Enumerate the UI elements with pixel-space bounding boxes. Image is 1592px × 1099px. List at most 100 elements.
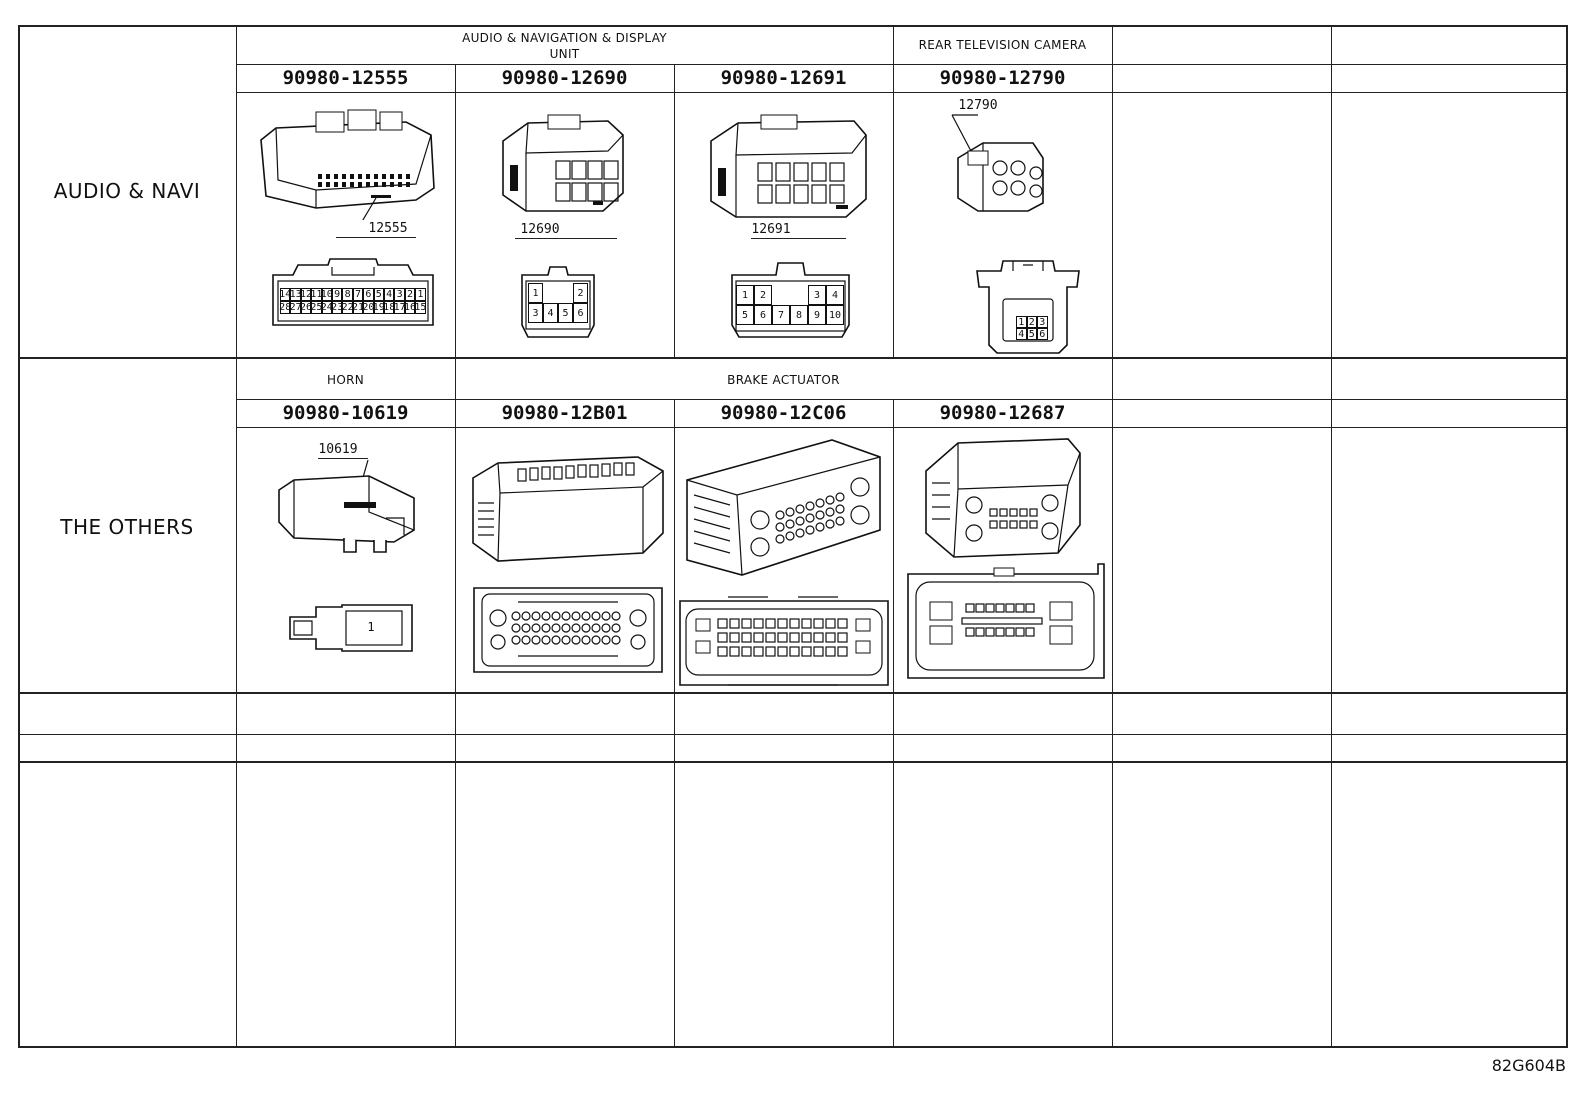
grid-line xyxy=(455,64,456,358)
pin-cell: 5 xyxy=(1026,328,1037,340)
connector-12c06-iso-drawing xyxy=(682,435,887,583)
pin-cell: 3 xyxy=(528,303,543,323)
pin-cell: 6 xyxy=(1037,328,1048,340)
pin-cell: 4 xyxy=(1016,328,1027,340)
connector-12790-iso-drawing xyxy=(938,113,1048,213)
pin-cell: 7 xyxy=(352,288,364,301)
part-number: 90980-12690 xyxy=(501,67,628,89)
grid-line xyxy=(236,427,1568,428)
connector-10619-iso-drawing xyxy=(274,460,424,560)
pin-cell: 25 xyxy=(310,301,323,314)
part-number: 90980-12790 xyxy=(939,67,1066,89)
pin-cell: 3 xyxy=(394,288,405,301)
pin-cell: 1 xyxy=(415,288,426,301)
pin-cell: 9 xyxy=(332,288,343,301)
callout-leader-line xyxy=(515,238,617,239)
pin-cell: 28 xyxy=(279,301,292,314)
pin-cell: 4 xyxy=(543,303,558,323)
group-header-horn: HORN xyxy=(327,373,364,387)
pin-cell: 18 xyxy=(383,301,396,314)
connector-12690-iso-drawing xyxy=(498,113,628,213)
grid-line xyxy=(18,357,1568,359)
group-header-rear-television-camera: REAR TELEVISION CAMERA xyxy=(918,38,1087,52)
table-border-right xyxy=(1566,25,1568,1048)
pin-cell: 2 xyxy=(754,285,772,305)
part-number: 90980-12691 xyxy=(720,67,847,89)
callout-leader-line xyxy=(318,458,368,459)
pin-cell: 26 xyxy=(299,301,313,314)
pin-cell: 5 xyxy=(558,303,573,323)
part-number: 90980-12687 xyxy=(939,402,1066,424)
pin-cell: 1 xyxy=(1016,316,1027,328)
connector-12790-front-view xyxy=(973,257,1083,355)
grid-line xyxy=(674,399,675,1048)
pin-cell: 8 xyxy=(790,305,808,325)
pin-cell: 1 xyxy=(736,285,754,305)
connector-12687-front-view xyxy=(898,560,1108,685)
part-number: 90980-12555 xyxy=(282,67,409,89)
connector-12b01-front-view xyxy=(468,580,668,680)
pin-cell: 19 xyxy=(372,301,385,314)
pin-cell: 5 xyxy=(373,288,384,301)
grid-line xyxy=(1112,25,1113,1048)
pin-cell: 27 xyxy=(289,301,302,314)
pin-cell: 5 xyxy=(736,305,754,325)
pin-cell: 7 xyxy=(772,305,790,325)
grid-line xyxy=(236,25,237,1048)
connector-12687-iso-drawing xyxy=(918,433,1086,561)
grid-line xyxy=(893,399,894,1048)
grid-line xyxy=(18,761,1568,763)
pin-cell: 6 xyxy=(754,305,772,325)
pin-cell: 1 xyxy=(528,283,543,303)
connector-10619-front-view xyxy=(286,603,416,653)
grid-line xyxy=(18,692,1568,694)
connector-callout: 12691 xyxy=(751,222,791,237)
category-label: THE OTHERS xyxy=(60,515,194,539)
pin-cell: 6 xyxy=(573,303,588,323)
connector-table: AUDIO & NAVI THE OTHERS AUDIO & NAVIGATI… xyxy=(18,25,1568,1048)
pin-cell: 4 xyxy=(826,285,844,305)
table-border-bottom xyxy=(18,1046,1568,1048)
grid-line xyxy=(893,25,894,358)
pin-label: 1 xyxy=(367,620,375,634)
pin-cell: 4 xyxy=(384,288,395,301)
pin-cell: 3 xyxy=(808,285,826,305)
connector-12c06-front-view xyxy=(678,593,890,689)
grid-line xyxy=(236,64,1568,65)
pin-cell: 17 xyxy=(393,301,406,314)
pin-cell: 6 xyxy=(363,288,374,301)
pin-cell: 20 xyxy=(362,301,375,314)
connector-12555-iso-drawing xyxy=(256,100,446,220)
pin-cell: 24 xyxy=(320,301,333,314)
pin-cell: 14 xyxy=(279,288,292,301)
pin-cell: 13 xyxy=(289,288,302,301)
pin-cell: 12 xyxy=(299,288,313,301)
callout-leader-line xyxy=(336,237,416,238)
pin-cell: 8 xyxy=(342,288,353,301)
connector-callout: 12555 xyxy=(368,221,408,236)
pin-cell: 21 xyxy=(351,301,365,314)
table-border-left xyxy=(18,25,20,1048)
group-header-brake-actuator: BRAKE ACTUATOR xyxy=(727,373,840,387)
pin-cell: 2 xyxy=(404,288,416,301)
grid-line xyxy=(236,399,1568,400)
grid-line xyxy=(455,358,456,1048)
pin-cell: 2 xyxy=(573,283,588,303)
pin-cell: 10 xyxy=(826,305,844,325)
part-number: 90980-10619 xyxy=(282,402,409,424)
pin-cell: 22 xyxy=(341,301,354,314)
table-border-top xyxy=(18,25,1568,27)
grid-line xyxy=(1331,25,1332,1048)
pin-cell: 10 xyxy=(320,288,333,301)
callout-leader-line xyxy=(751,238,846,239)
pin-cell: 23 xyxy=(331,301,344,314)
connector-12691-iso-drawing xyxy=(706,113,871,223)
part-number: 90980-12B01 xyxy=(501,402,628,424)
connector-callout: 10619 xyxy=(318,442,358,457)
grid-line xyxy=(236,92,1568,93)
grid-line xyxy=(674,64,675,358)
